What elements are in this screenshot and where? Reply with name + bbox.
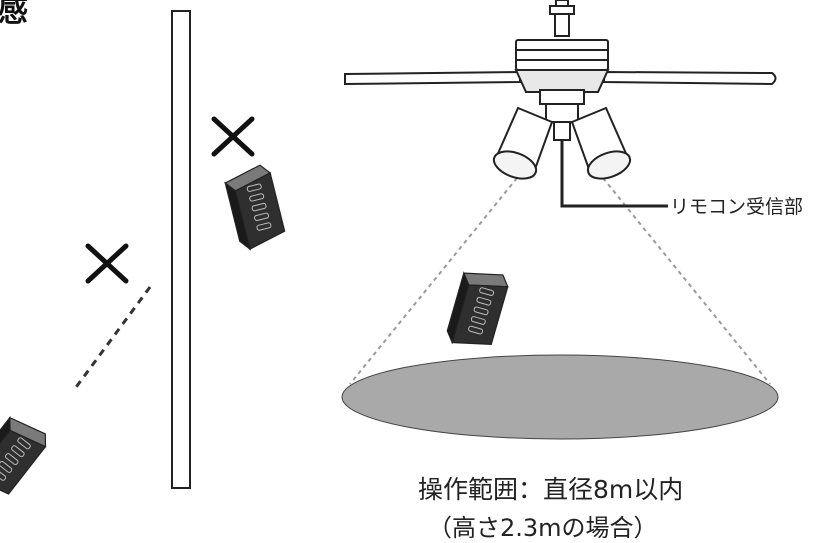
remote-control-icon — [0, 409, 53, 502]
receiver-leader-line — [560, 140, 668, 208]
blocked-signal-line — [72, 286, 152, 391]
operating-range-caption: 操作範囲：直径8m以内 — [418, 475, 684, 504]
cross-mark-icon — [85, 243, 129, 284]
receiver-label: リモコン受信部 — [670, 196, 804, 218]
height-condition-caption: （高さ2.3mの場合） — [428, 514, 658, 542]
ceiling-fan-icon — [344, 0, 777, 180]
corner-text: 感 — [0, 0, 28, 29]
remote-control-icon — [222, 162, 288, 252]
wall — [171, 10, 191, 489]
cross-mark-icon — [211, 116, 255, 157]
reception-range — [341, 177, 779, 440]
remote-control-icon — [443, 263, 512, 354]
